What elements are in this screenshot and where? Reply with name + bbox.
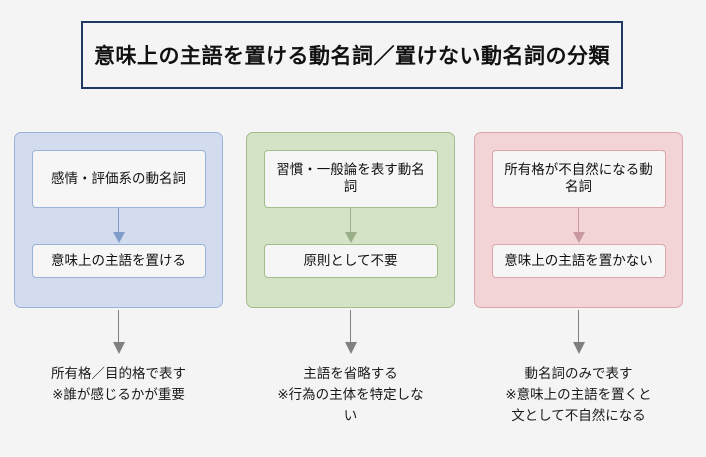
caption-line-1: 主語を省略する [303, 366, 398, 381]
arrow-shaft [349, 208, 351, 234]
arrow-shaft [577, 208, 579, 234]
arrow-down-icon [112, 208, 125, 244]
category-bottom-node: 意味上の主語を置ける [31, 244, 206, 278]
category-caption: 所有格／目的格で表す ※誰が感じるかが重要 [14, 364, 223, 406]
category-panel: 感情・評価系の動名詞 意味上の主語を置ける [14, 132, 223, 308]
category-column-emotion-evaluation: 感情・評価系の動名詞 意味上の主語を置ける 所有格／目的格で表す ※誰が感じるか… [14, 132, 223, 406]
arrow-shaft [117, 208, 119, 234]
category-bottom-node: 原則として不要 [263, 244, 438, 278]
arrow-shaft [349, 310, 351, 344]
arrow-down-icon [572, 208, 585, 244]
arrow-head [112, 342, 125, 354]
category-top-node: 所有格が不自然になる動名詞 [491, 150, 666, 208]
arrow-head [112, 232, 125, 243]
category-bottom-node: 意味上の主語を置かない [491, 244, 666, 278]
arrow-head [572, 342, 585, 354]
category-caption: 主語を省略する ※行為の主体を特定しな い [246, 364, 455, 427]
caption-line-1: 所有格／目的格で表す [51, 366, 186, 381]
category-panel: 習慣・一般論を表す動名詞 原則として不要 [246, 132, 455, 308]
category-panel: 所有格が不自然になる動名詞 意味上の主語を置かない [474, 132, 683, 308]
arrow-head [572, 232, 585, 243]
arrow-shaft [577, 310, 579, 344]
caption-line-3: 文として不自然になる [511, 407, 646, 423]
caption-line-2: ※行為の主体を特定しな [277, 386, 424, 402]
category-caption: 動名詞のみで表す ※意味上の主語を置くと 文として不自然になる [474, 364, 683, 427]
diagram-title-box: 意味上の主語を置ける動名詞／置けない動名詞の分類 [81, 21, 623, 89]
page-title: 意味上の主語を置ける動名詞／置けない動名詞の分類 [94, 45, 610, 68]
category-top-node: 習慣・一般論を表す動名詞 [263, 150, 438, 208]
caption-line-2: ※誰が感じるかが重要 [52, 386, 185, 402]
arrow-down-icon [344, 310, 357, 358]
caption-line-1: 動名詞のみで表す [524, 366, 633, 381]
caption-line-2: ※意味上の主語を置くと [505, 386, 652, 402]
arrow-head [344, 342, 357, 354]
category-top-node: 感情・評価系の動名詞 [31, 150, 206, 208]
arrow-down-icon [112, 310, 125, 358]
caption-line-3: い [343, 407, 358, 423]
category-column-habit-generalization: 習慣・一般論を表す動名詞 原則として不要 主語を省略する ※行為の主体を特定しな… [246, 132, 455, 427]
arrow-shaft [117, 310, 119, 344]
category-column-unnatural-possessive: 所有格が不自然になる動名詞 意味上の主語を置かない 動名詞のみで表す ※意味上の… [474, 132, 683, 427]
arrow-head [344, 232, 357, 243]
arrow-down-icon [572, 310, 585, 358]
arrow-down-icon [344, 208, 357, 244]
